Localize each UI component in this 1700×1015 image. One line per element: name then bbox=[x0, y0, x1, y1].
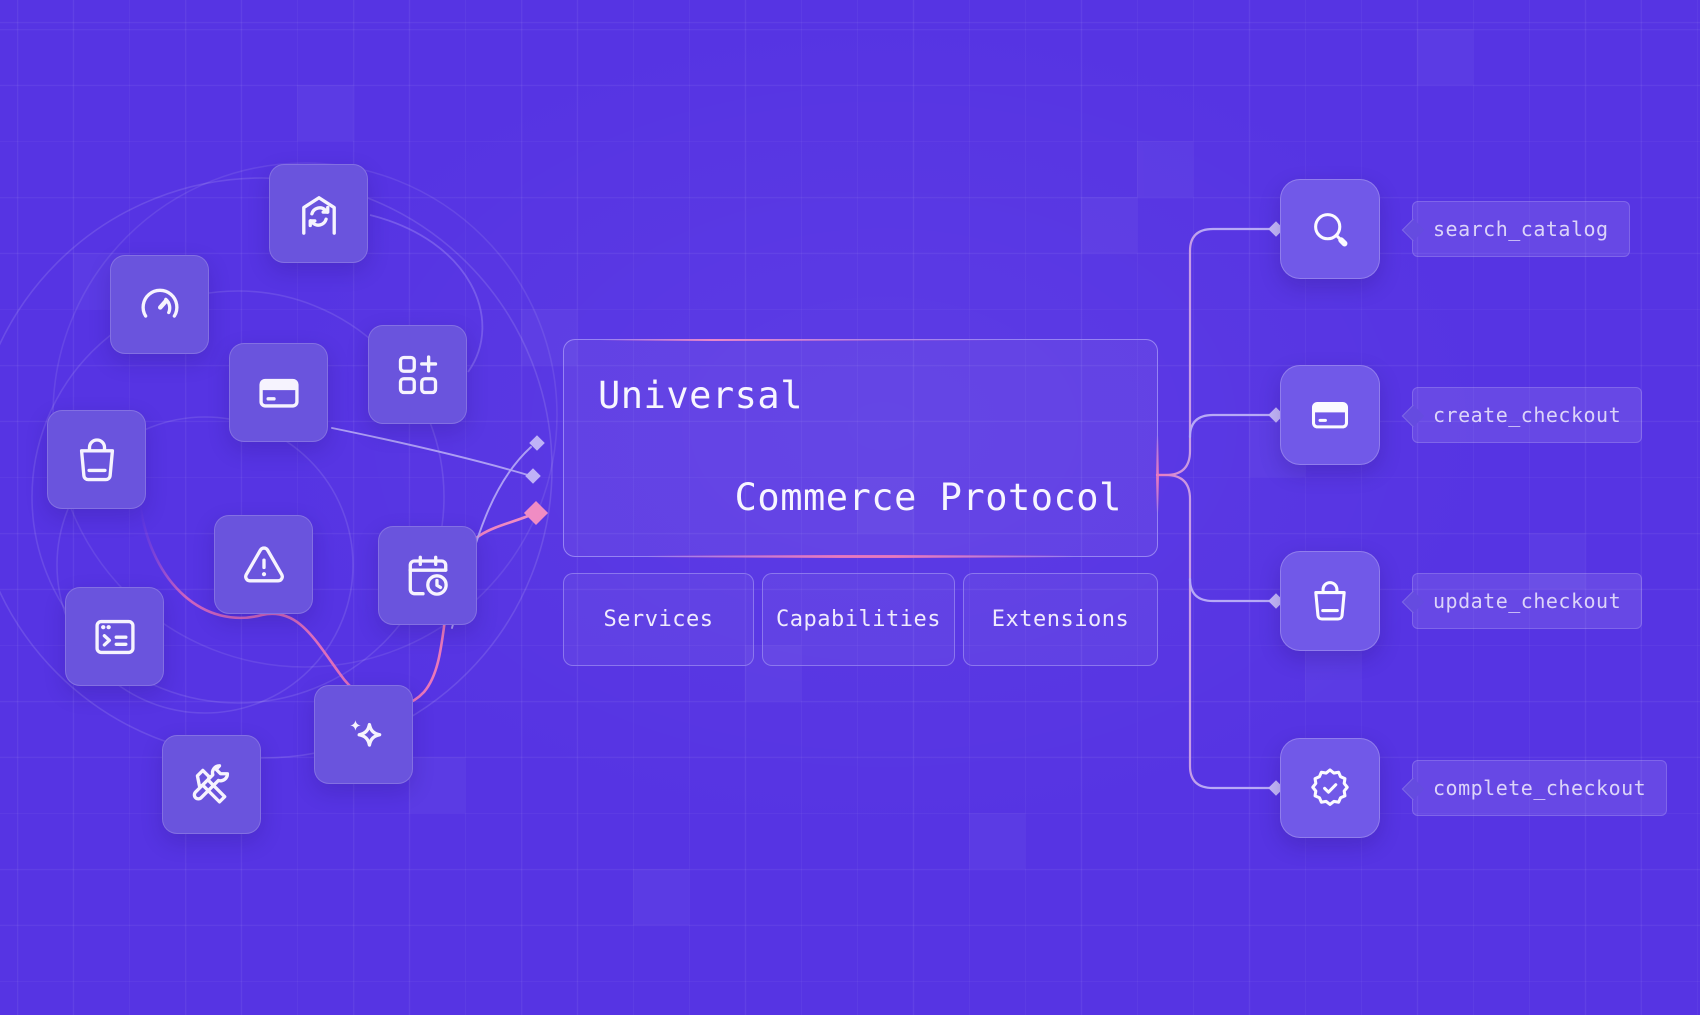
credit-card-icon bbox=[1311, 401, 1349, 429]
operation-node-search-catalog[interactable] bbox=[1280, 179, 1380, 279]
cluster-tile-calendar-clock bbox=[378, 526, 477, 625]
cluster-tile-gauge bbox=[110, 255, 209, 354]
cluster-tile-credit-card bbox=[229, 343, 328, 442]
operation-tag-search-catalog[interactable]: search_catalog bbox=[1401, 201, 1630, 257]
operation-tag-create-checkout[interactable]: create_checkout bbox=[1401, 387, 1643, 443]
calendar-clock-icon bbox=[408, 555, 448, 596]
grid-add-icon bbox=[398, 354, 437, 394]
operation-node-complete-checkout[interactable] bbox=[1280, 738, 1380, 838]
protocol-title-line1: Universal bbox=[598, 374, 803, 417]
gauge-icon bbox=[140, 288, 179, 318]
category-extensions[interactable]: Extensions bbox=[963, 573, 1158, 666]
alert-triangle-icon bbox=[243, 545, 284, 582]
credit-card-icon bbox=[258, 378, 299, 408]
terminal-window-icon bbox=[94, 619, 135, 654]
protocol-box: Universal Commerce Protocol bbox=[563, 338, 1159, 558]
operation-label: search_catalog bbox=[1433, 217, 1609, 241]
protocol-title-line2: Commerce Protocol bbox=[734, 476, 1122, 519]
category-services[interactable]: Services bbox=[563, 573, 754, 666]
sparkles-icon bbox=[349, 719, 381, 747]
shopping-bag-icon bbox=[1314, 581, 1346, 621]
badge-check-icon bbox=[1311, 768, 1349, 807]
operation-tag-complete-checkout[interactable]: complete_checkout bbox=[1401, 760, 1668, 816]
pink-edge-accent-right bbox=[1156, 435, 1159, 513]
shopping-bag-icon bbox=[79, 437, 114, 481]
cluster-tile-shopping-bag bbox=[47, 410, 146, 509]
category-capabilities[interactable]: Capabilities bbox=[762, 573, 955, 666]
cluster-tile-grid-add bbox=[368, 325, 467, 424]
cluster-tile-alert-triangle bbox=[214, 515, 313, 614]
operation-label: complete_checkout bbox=[1433, 776, 1647, 800]
operation-label: update_checkout bbox=[1433, 589, 1622, 613]
tools-icon bbox=[192, 763, 229, 804]
category-label: Services bbox=[603, 607, 714, 632]
cluster-tile-store-sync bbox=[269, 164, 368, 263]
pink-edge-accent-bottom bbox=[647, 555, 1074, 558]
cluster-tile-sparkles bbox=[314, 685, 413, 784]
protocol-title: Universal Commerce Protocol bbox=[564, 340, 1157, 574]
operation-tag-update-checkout[interactable]: update_checkout bbox=[1401, 573, 1643, 629]
cluster-tile-terminal-window bbox=[65, 587, 164, 686]
store-sync-icon bbox=[301, 195, 336, 235]
category-label: Extensions bbox=[991, 607, 1130, 632]
operation-node-create-checkout[interactable] bbox=[1280, 365, 1380, 465]
category-label: Capabilities bbox=[776, 607, 941, 632]
search-icon bbox=[1314, 213, 1348, 247]
operation-label: create_checkout bbox=[1433, 403, 1622, 427]
right-branch-lines bbox=[1155, 227, 1272, 790]
cluster-tile-tools bbox=[162, 735, 261, 834]
operation-node-update-checkout[interactable] bbox=[1280, 551, 1380, 651]
pink-edge-accent-top bbox=[599, 338, 1003, 341]
